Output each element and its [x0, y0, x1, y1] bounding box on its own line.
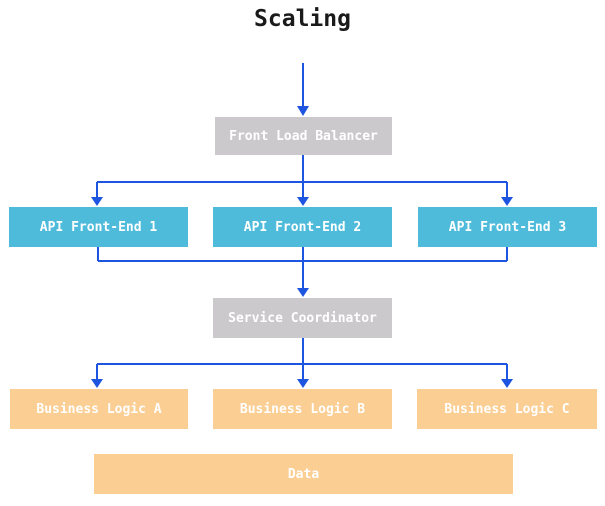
node-api-front-end-2-label: API Front-End 2: [243, 219, 362, 235]
node-business-logic-a: Business Logic A: [10, 389, 188, 429]
arrowhead-service-coordinator: [297, 288, 309, 297]
node-data-label: Data: [287, 466, 320, 482]
arrowhead-api1: [91, 197, 103, 206]
node-api-front-end-2: API Front-End 2: [213, 207, 392, 247]
node-front-load-balancer: Front Load Balancer: [215, 117, 392, 155]
node-business-logic-b: Business Logic B: [213, 389, 392, 429]
arrowhead-api3: [501, 197, 513, 206]
node-service-coordinator-label: Service Coordinator: [228, 310, 377, 326]
diagram-title: Scaling: [254, 6, 351, 32]
node-service-coordinator: Service Coordinator: [213, 298, 392, 338]
node-data: Data: [94, 454, 513, 494]
arrowhead-api2: [297, 197, 309, 206]
node-business-logic-a-label: Business Logic A: [36, 401, 162, 417]
arrowhead-blb: [297, 379, 309, 388]
node-business-logic-c-label: Business Logic C: [444, 401, 570, 417]
node-business-logic-c: Business Logic C: [417, 389, 597, 429]
arrowhead-blc: [501, 379, 513, 388]
node-api-front-end-3-label: API Front-End 3: [448, 219, 567, 235]
node-api-front-end-1-label: API Front-End 1: [39, 219, 158, 235]
arrowhead-bla: [91, 379, 103, 388]
arrowhead-into-flb: [297, 106, 309, 116]
node-api-front-end-1: API Front-End 1: [9, 207, 188, 247]
node-api-front-end-3: API Front-End 3: [418, 207, 597, 247]
node-front-load-balancer-label: Front Load Balancer: [229, 128, 378, 144]
node-business-logic-b-label: Business Logic B: [239, 401, 366, 417]
